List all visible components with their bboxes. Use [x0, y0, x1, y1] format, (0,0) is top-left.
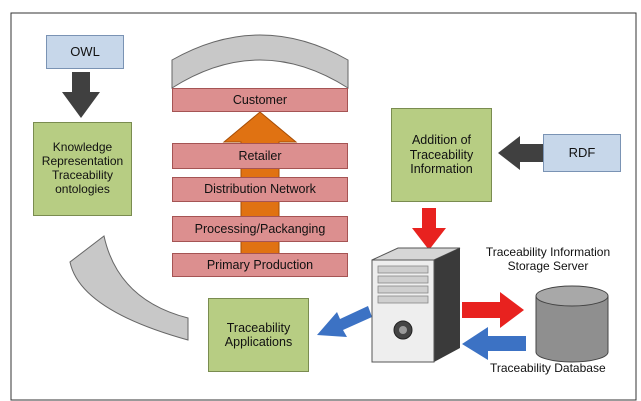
chain-retailer: Retailer — [172, 143, 348, 169]
knowledge-line-1: Knowledge — [52, 140, 113, 155]
diagram-frame — [10, 12, 637, 401]
owl-down-arrow — [62, 72, 100, 118]
chain-primary-production: Primary Production — [172, 253, 348, 277]
server-caption-line-1: Traceability Information — [485, 245, 611, 259]
chain-distribution-network: Distribution Network — [172, 177, 348, 202]
left-cycle-arc — [69, 235, 189, 341]
chain-customer: Customer — [172, 88, 348, 112]
primary-production-label: Primary Production — [206, 257, 314, 272]
server-to-applications-arrow — [317, 306, 372, 337]
knowledge-line-4: ontologies — [55, 181, 110, 196]
knowledge-line-2: Representation — [41, 154, 124, 169]
applications-line-2: Applications — [224, 335, 293, 349]
chain-processing: Processing/Packanging — [172, 216, 348, 242]
server-caption-line-2: Storage Server — [507, 259, 589, 274]
addition-line-1: Addition of — [411, 133, 472, 148]
server-caption: Traceability Information Storage Server — [462, 245, 634, 274]
processing-label: Processing/Packanging — [194, 221, 326, 236]
rdf-box: RDF — [543, 134, 621, 172]
addition-down-arrow — [412, 208, 446, 250]
database-to-server-arrow — [462, 327, 526, 360]
server-icon — [371, 247, 461, 363]
retailer-label: Retailer — [238, 148, 282, 163]
database-caption-text: Traceability Database — [490, 361, 606, 375]
addition-line-3: Information — [410, 162, 473, 177]
traceability-applications-box: Traceability Applications — [208, 298, 309, 372]
owl-label: OWL — [70, 43, 100, 59]
database-icon — [535, 285, 609, 363]
database-caption: Traceability Database — [490, 361, 640, 375]
knowledge-representation-box: Knowledge Representation Traceability on… — [33, 122, 132, 216]
server-to-database-arrow — [462, 292, 524, 328]
addition-of-traceability-box: Addition of Traceability Information — [391, 108, 492, 202]
customer-cycle-arc — [171, 34, 349, 89]
applications-line-1: Traceability — [226, 320, 291, 335]
customer-label: Customer — [232, 92, 288, 107]
owl-box: OWL — [46, 35, 124, 69]
knowledge-line-3: Traceability — [52, 168, 113, 182]
addition-line-2: Traceability — [409, 147, 474, 162]
distribution-label: Distribution Network — [204, 182, 316, 197]
rdf-left-arrow — [498, 136, 543, 170]
rdf-label: RDF — [568, 144, 596, 160]
